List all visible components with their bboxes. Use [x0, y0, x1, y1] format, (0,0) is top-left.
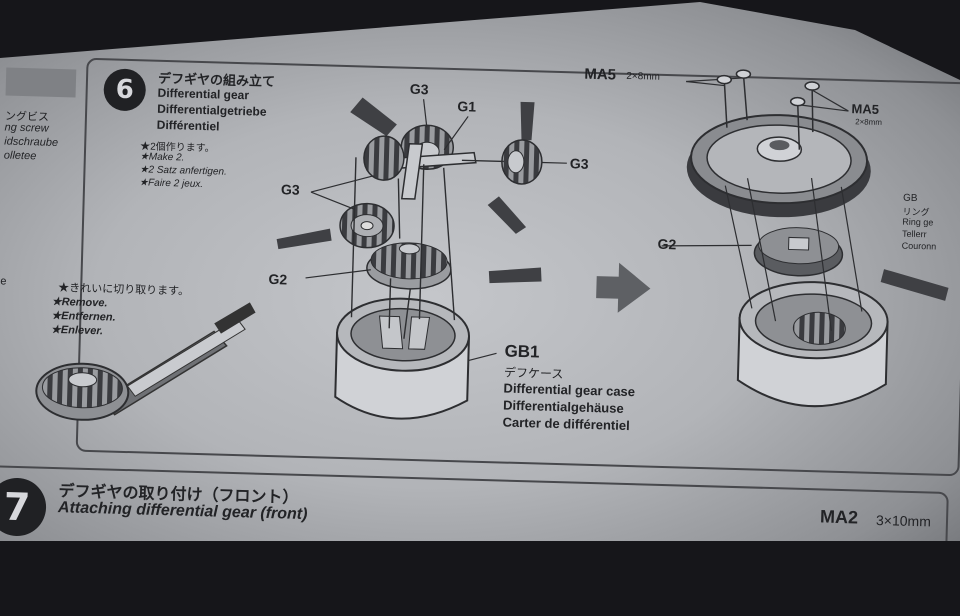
gear-case-gb1 — [334, 297, 471, 420]
ma2-label: MA2 — [819, 506, 859, 528]
ma5-top-label: MA5 — [584, 65, 617, 84]
label-g3-top: G3 — [409, 80, 429, 98]
case-jp: デフケース — [503, 365, 564, 382]
ma5-right-size: 2×8mm — [855, 117, 883, 127]
assembly-arrows — [350, 157, 504, 339]
grease-pointers — [276, 97, 949, 301]
cutter-illustration — [35, 302, 256, 421]
pinion-gear-lower — [339, 202, 395, 249]
ma5-top-size: 2×8mm — [626, 70, 661, 83]
gear-case-right — [736, 281, 889, 408]
label-g3-left: G3 — [280, 181, 300, 198]
case-code: GB1 — [504, 341, 540, 362]
label-g1: G1 — [457, 98, 477, 115]
right-guide-lines — [724, 177, 863, 331]
screws-ma5 — [716, 69, 820, 150]
spur-gear-large — [686, 114, 871, 218]
bevel-gear-right — [753, 227, 844, 277]
ma2-size: 3×10mm — [875, 511, 932, 530]
label-g3-right: G3 — [569, 155, 589, 172]
pinion-gear-left — [363, 135, 405, 181]
gb-side-1: GB — [902, 192, 918, 205]
manual-sheet: ングビス ng screw idschraube olletee e 6 デフギ… — [0, 57, 960, 541]
label-leaders — [305, 77, 849, 362]
label-g2: G2 — [268, 270, 288, 288]
gb-side-4: Tellerr — [901, 228, 927, 240]
gb-side-3: Ring ge — [902, 216, 934, 228]
direction-arrow — [596, 262, 651, 313]
manual-page: ングビス ng screw idschraube olletee e 6 デフギ… — [0, 2, 960, 541]
bevel-gear-g2 — [366, 242, 452, 290]
right-g2-label: G2 — [657, 235, 677, 253]
ma5-right-label: MA5 — [851, 101, 880, 117]
step6-diagram — [35, 69, 949, 421]
gb-side-5: Couronn — [901, 240, 937, 252]
pinion-gear-right — [501, 139, 543, 185]
